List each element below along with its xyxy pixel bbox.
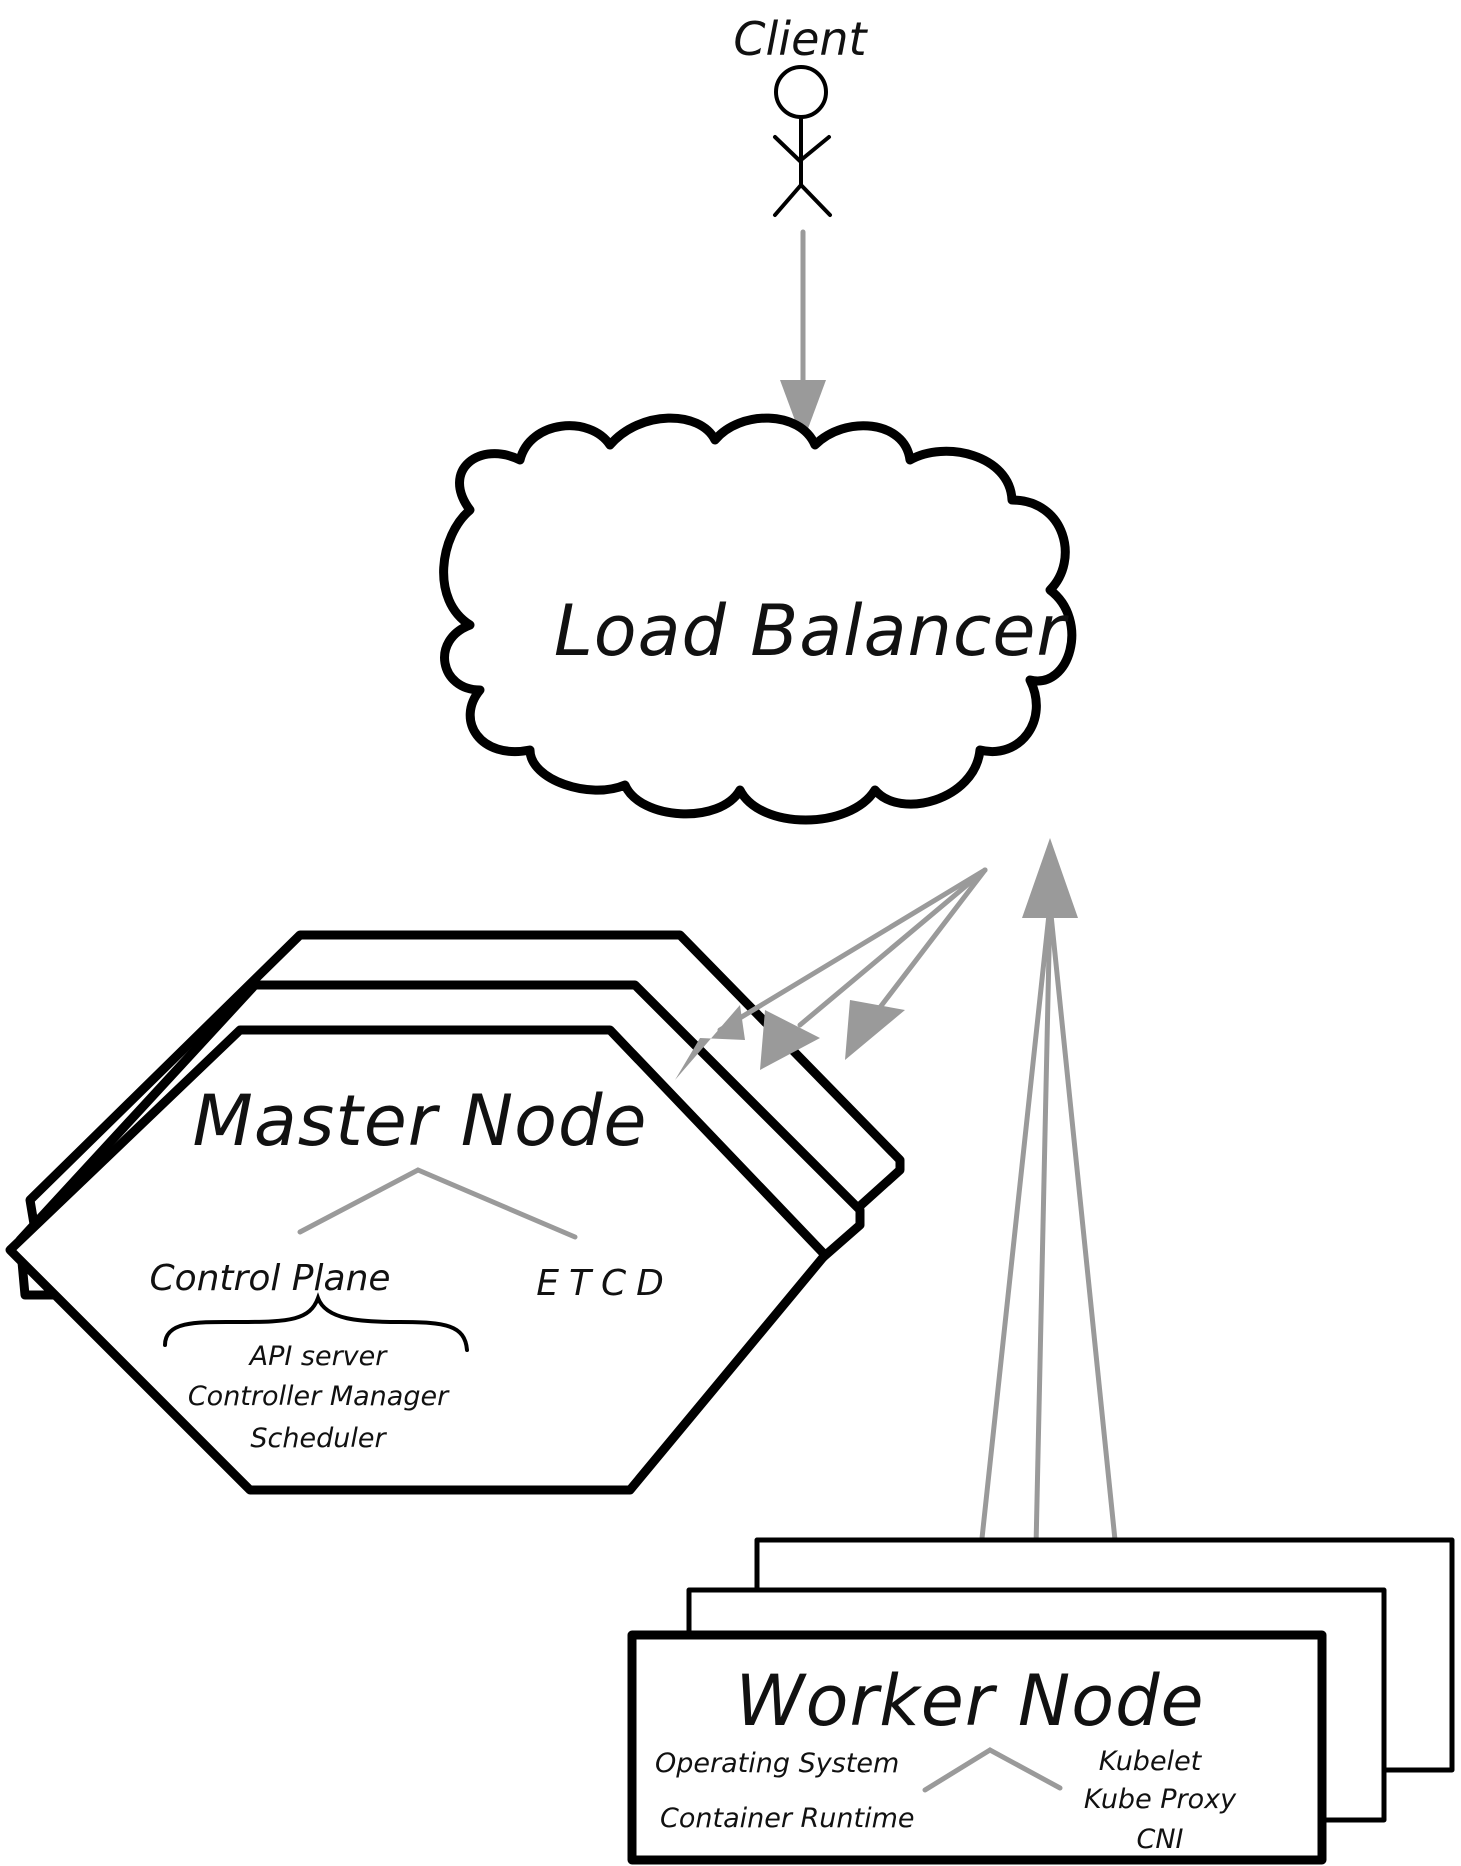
worker-node-title: Worker Node — [735, 1660, 1204, 1742]
component-controller-manager: Controller Manager — [188, 1381, 450, 1412]
brace-icon — [163, 1292, 469, 1352]
client-actor: Client — [733, 12, 869, 217]
worker-right-item-1: Kube Proxy — [1084, 1784, 1237, 1815]
client-label: Client — [733, 12, 868, 66]
client-to-lb-arrow — [780, 229, 826, 442]
worker-left-item-0: Operating System — [655, 1748, 899, 1779]
load-balancer: Load Balancer — [439, 413, 1077, 825]
lb-to-master-arrows — [675, 867, 988, 1080]
master-tree-connector — [297, 1167, 578, 1240]
etcd-label: ETCD — [536, 1263, 674, 1304]
control-plane-label: Control Plane — [149, 1258, 390, 1299]
worker-node-stack: Worker Node Operating System Container R… — [627, 1537, 1455, 1865]
worker-right-item-0: Kubelet — [1099, 1746, 1203, 1777]
worker-right-item-2: CNI — [1136, 1824, 1183, 1855]
worker-node: Worker Node Operating System Container R… — [627, 1630, 1327, 1865]
load-balancer-label: Load Balancer — [554, 590, 1070, 672]
cloud-icon — [439, 413, 1077, 825]
master-node: Master Node Control Plane ETCD API serve… — [5, 1025, 830, 1495]
worker-left-item-1: Container Runtime — [660, 1803, 915, 1834]
master-node-stack: Master Node Control Plane ETCD API serve… — [5, 930, 905, 1495]
worker-to-lb-arrows — [967, 838, 1118, 1653]
master-node-title: Master Node — [193, 1080, 648, 1162]
component-api-server: API server — [248, 1341, 389, 1372]
component-scheduler: Scheduler — [250, 1423, 387, 1454]
stick-figure-icon — [773, 65, 832, 217]
worker-tree-connector — [922, 1747, 1063, 1793]
